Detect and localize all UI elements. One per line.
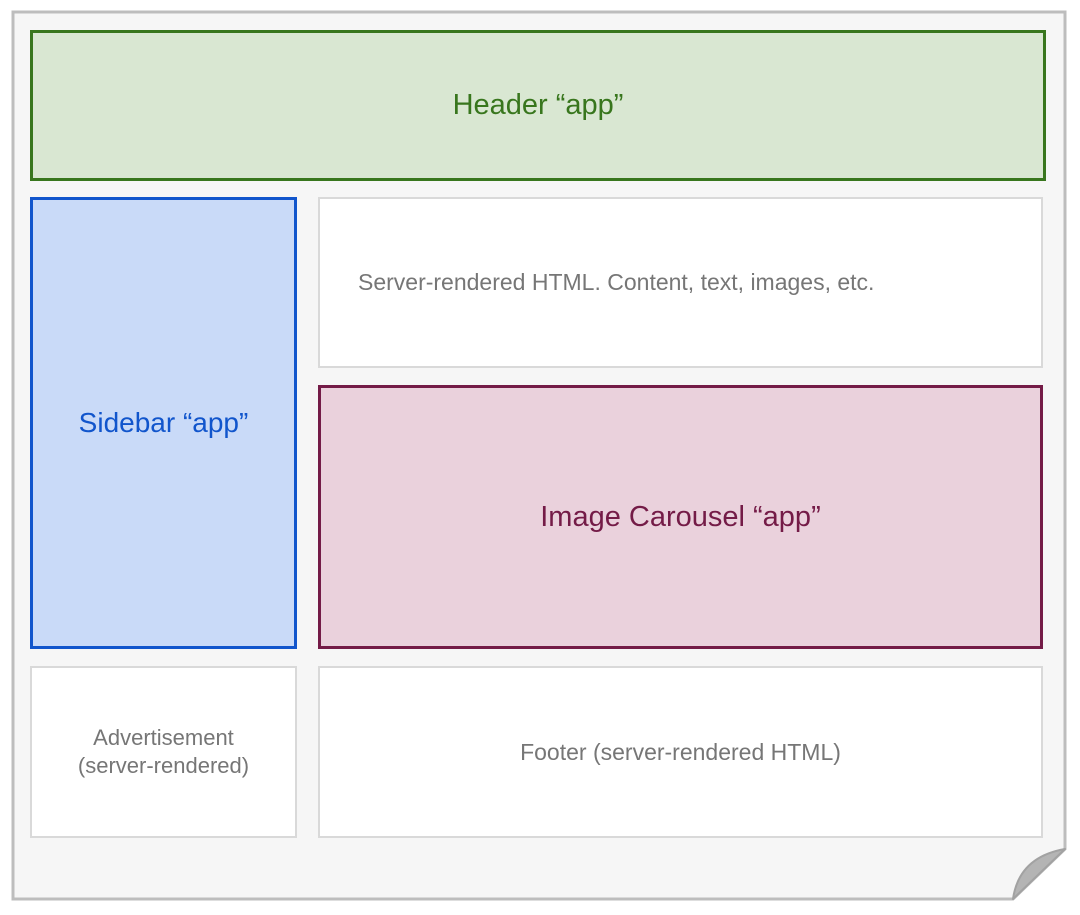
advertisement-box: Advertisement (server-rendered) bbox=[30, 666, 297, 838]
image-carousel-app-box: Image Carousel “app” bbox=[318, 385, 1043, 649]
footer-box: Footer (server-rendered HTML) bbox=[318, 666, 1043, 838]
server-rendered-content-box: Server-rendered HTML. Content, text, ima… bbox=[318, 197, 1043, 368]
header-app-label: Header “app” bbox=[452, 89, 624, 121]
footer-label: Footer (server-rendered HTML) bbox=[520, 738, 841, 765]
sidebar-app-label: Sidebar “app” bbox=[78, 407, 249, 438]
header-app-box: Header “app” bbox=[30, 30, 1046, 181]
image-carousel-app-label: Image Carousel “app” bbox=[540, 500, 821, 533]
page-fold-icon bbox=[1012, 848, 1066, 900]
advertisement-label-line1: Advertisement bbox=[93, 725, 234, 750]
advertisement-label-line2: (server-rendered) bbox=[77, 753, 250, 778]
advertisement-label: Advertisement (server-rendered) bbox=[78, 724, 249, 780]
server-rendered-content-label: Server-rendered HTML. Content, text, ima… bbox=[358, 269, 875, 295]
sidebar-app-box: Sidebar “app” bbox=[30, 197, 297, 649]
